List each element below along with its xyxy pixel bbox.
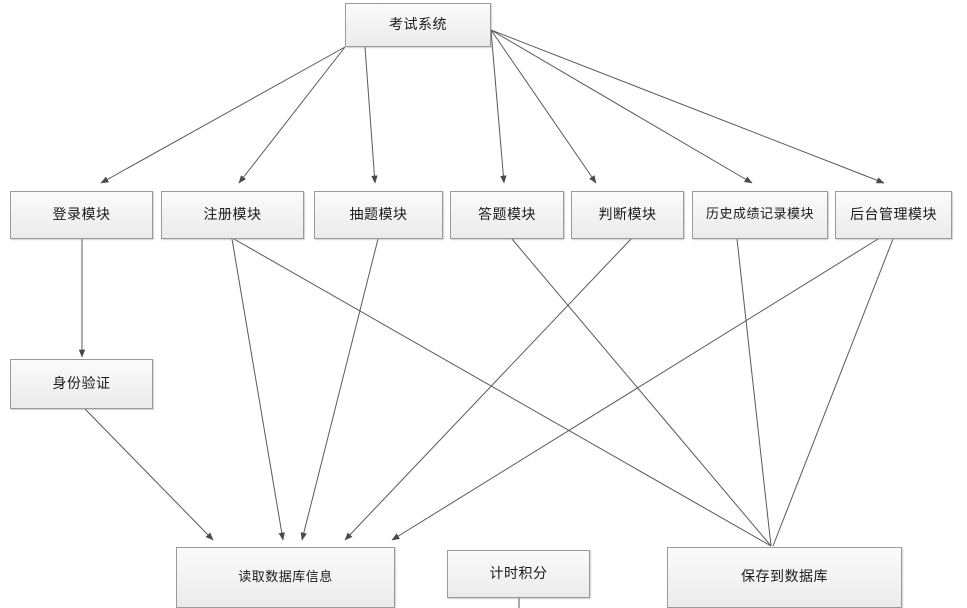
edge-auth-to-readdb xyxy=(84,408,214,541)
node-judge[interactable]: 判断模块 xyxy=(571,191,684,239)
edge-register-to-readdb xyxy=(231,238,285,541)
edge-root-to-draw xyxy=(364,46,378,184)
node-label: 计时积分 xyxy=(489,565,548,582)
node-history[interactable]: 历史成绩记录模块 xyxy=(692,191,828,239)
node-label: 保存到数据库 xyxy=(741,569,828,586)
edge-admin-to-readdb xyxy=(391,238,879,541)
node-readdb[interactable]: 读取数据库信息 xyxy=(176,547,395,608)
edge-root-to-answer xyxy=(490,29,507,184)
edge-root-to-login xyxy=(100,46,346,184)
node-draw[interactable]: 抽题模块 xyxy=(314,191,443,239)
node-label: 读取数据库信息 xyxy=(238,569,333,585)
node-label: 注册模块 xyxy=(203,206,262,223)
edge-root-to-history xyxy=(490,29,753,184)
edge-history-to-savedb xyxy=(736,238,772,547)
node-auth[interactable]: 身份验证 xyxy=(10,359,153,409)
node-root[interactable]: 考试系统 xyxy=(345,3,491,47)
edge-draw-to-readdb xyxy=(300,238,379,541)
node-label: 答题模块 xyxy=(478,206,536,223)
edge-root-to-judge xyxy=(490,29,597,184)
edge-admin-to-savedb xyxy=(772,238,894,547)
node-label: 判断模块 xyxy=(598,206,657,223)
node-timer[interactable]: 计时积分 xyxy=(447,550,590,598)
node-label: 考试系统 xyxy=(389,16,447,33)
node-register[interactable]: 注册模块 xyxy=(161,191,304,239)
node-label: 身份验证 xyxy=(52,375,111,392)
node-answer[interactable]: 答题模块 xyxy=(450,191,564,239)
edge-answer-to-savedb xyxy=(511,238,772,547)
node-label: 登录模块 xyxy=(52,206,111,223)
edge-judge-to-readdb xyxy=(344,238,632,541)
edge-root-to-admin xyxy=(490,29,885,184)
node-label: 历史成绩记录模块 xyxy=(705,207,814,223)
node-login[interactable]: 登录模块 xyxy=(10,191,153,239)
node-admin[interactable]: 后台管理模块 xyxy=(835,191,952,239)
node-label: 抽题模块 xyxy=(349,206,408,223)
edge-root-to-register xyxy=(238,46,346,184)
edge-register-to-savedb xyxy=(233,238,772,547)
node-label: 后台管理模块 xyxy=(850,206,937,223)
node-savedb[interactable]: 保存到数据库 xyxy=(667,547,902,608)
